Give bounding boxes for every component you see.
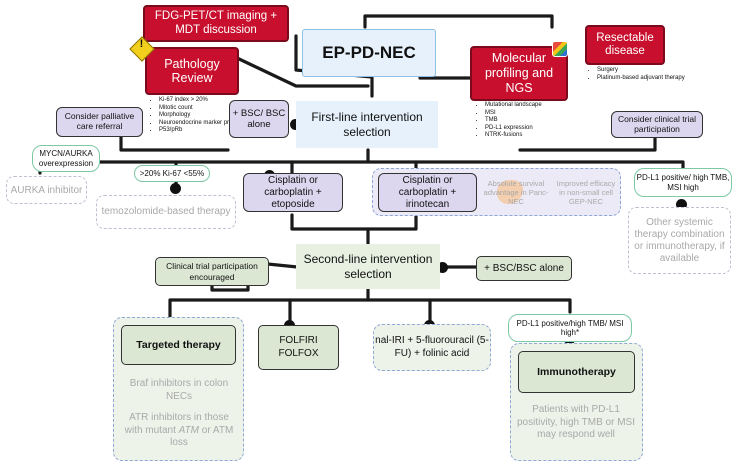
- bsc-first-line-box: + BSC/ BSC alone: [229, 100, 289, 138]
- connector-dot: [170, 183, 181, 194]
- palliative-care-box: Consider palliative care referral: [56, 107, 143, 137]
- temozolomide-label: temozolomide-based therapy: [101, 206, 231, 218]
- pathology-criterion: Neuroendocrine marker presence: [159, 120, 267, 128]
- bsc-second-line-label: + BSC/BSC alone: [484, 263, 564, 274]
- targeted-therapy-box: Targeted therapy: [121, 325, 236, 365]
- immunotherapy-note: Patients with PD-L1 positivity, high TMB…: [517, 404, 635, 440]
- nal-iri-box: nal-IRI + 5-fluorouracil (5-FU) + folini…: [373, 324, 491, 371]
- palliative-care-label: Consider palliative care referral: [64, 111, 135, 131]
- connector-dot: [437, 262, 448, 273]
- aurka-inhibitor-box: AURKA inhibitor: [6, 176, 87, 204]
- molecular-item: MSI: [485, 110, 585, 118]
- bsc-second-line-box: + BSC/BSC alone: [476, 256, 572, 281]
- resectable-item: Surgery: [597, 67, 687, 75]
- pdl1-second-pill: PD-L1 positive/high TMB/ MSI high*: [508, 314, 632, 342]
- braf-note: Braf inhibitors in colon NECs: [129, 378, 229, 402]
- other-systemic-label: Other systemic therapy combination or im…: [634, 216, 725, 264]
- trial-encouraged-label: Clinical trial participation encouraged: [166, 261, 258, 282]
- folfiri-folfox-box: FOLFIRI FOLFOX: [258, 325, 339, 370]
- clinical-trial-box: Consider clinical trial participation: [611, 111, 703, 138]
- pathology-criteria-list: Ki-67 index > 20% Mitotic count Morpholo…: [150, 97, 267, 135]
- resectable-disease-box: Resectable disease: [585, 25, 665, 65]
- ki67-pill: >20% Ki-67 <55%: [134, 165, 210, 182]
- second-line-box: Second-line intervention selection: [296, 244, 440, 289]
- pathology-label: Pathology Review: [164, 56, 220, 85]
- molecular-items-list: Mutational landscape MSI TMB PD-L1 expre…: [476, 102, 585, 140]
- pathology-criterion: Mitotic count: [159, 105, 267, 113]
- warning-icon-mark: !: [139, 38, 144, 50]
- folfox-label: FOLFOX: [278, 347, 319, 359]
- second-line-title: Second-line intervention selection: [303, 252, 433, 281]
- efficacy-note: Improved efficacy in non-small cell GEP-…: [556, 179, 616, 206]
- fdg-pet-label: FDG-PET/CT imaging + MDT discussion: [154, 10, 278, 36]
- molecular-profiling-box: Molecular profiling and NGS: [470, 46, 568, 101]
- bsc-first-line-label: + BSC/ BSC alone: [232, 107, 286, 130]
- first-line-title: First-line intervention selection: [311, 110, 423, 139]
- mycn-aurka-label: MYCN/AURKA overexpression: [38, 149, 94, 168]
- first-line-box: First-line intervention selection: [296, 101, 438, 148]
- aurka-inhibitor-label: AURKA inhibitor: [10, 184, 83, 196]
- pathology-box: Pathology Review: [145, 47, 239, 95]
- trial-encouraged-box: Clinical trial participation encouraged: [155, 257, 269, 286]
- molecular-item: NTRK-fusions: [485, 132, 585, 140]
- molecular-item: Mutational landscape: [485, 102, 585, 110]
- atr-note-after: or ATM loss: [170, 424, 234, 449]
- targeted-therapy-label: Targeted therapy: [136, 339, 221, 351]
- pdl1-first-label: PD-L1 positive/ high TMB, MSI high: [636, 173, 730, 192]
- molecular-profiling-label: Molecular profiling and NGS: [484, 51, 554, 95]
- atr-gene: ATM: [178, 424, 200, 436]
- ep-pd-nec-box: EP-PD-NEC: [302, 29, 436, 77]
- resectable-items-list: Surgery Platinum-based adjuvant therapy: [588, 67, 687, 82]
- etoposide-label: Cisplatin or carboplatin + etoposide: [264, 174, 322, 210]
- pdl1-second-label: PD-L1 positive/high TMB/ MSI high*: [516, 318, 624, 337]
- resectable-disease-label: Resectable disease: [596, 31, 654, 57]
- ep-pd-nec-title: EP-PD-NEC: [322, 43, 416, 62]
- clinical-trial-label: Consider clinical trial participation: [618, 113, 696, 134]
- other-systemic-box: Other systemic therapy combination or im…: [628, 207, 731, 274]
- resectable-item: Platinum-based adjuvant therapy: [597, 75, 687, 83]
- atr-note: ATR inhibitors in those with mutant ATM …: [119, 412, 239, 450]
- molecular-item: PD-L1 expression: [485, 125, 585, 133]
- folfiri-label: FOLFIRI: [279, 335, 318, 346]
- ki67-label: >20% Ki-67 <55%: [139, 168, 205, 178]
- mycn-aurka-pill: MYCN/AURKA overexpression: [32, 145, 100, 172]
- molecular-item: TMB: [485, 117, 585, 125]
- pathology-criterion: P53/pRb: [159, 127, 267, 135]
- connector-dot: [676, 199, 687, 210]
- connector-dot: [290, 119, 301, 130]
- pdl1-first-pill: PD-L1 positive/ high TMB, MSI high: [634, 168, 732, 197]
- pathology-criterion: Ki-67 index > 20%: [159, 97, 267, 105]
- nal-iri-label: nal-IRI + 5-fluorouracil (5-FU) + folini…: [375, 335, 489, 359]
- irinotecan-box: Cisplatin or carboplatin + irinotecan: [378, 173, 477, 212]
- survival-note: Absolute survival advantage in Panc-NEC: [483, 179, 549, 206]
- temozolomide-box: temozolomide-based therapy: [96, 195, 236, 229]
- atr-note-before: ATR inhibitors in those with mutant: [124, 412, 229, 436]
- irinotecan-label: Cisplatin or carboplatin + irinotecan: [398, 174, 457, 210]
- pathology-criterion: Morphology: [159, 112, 267, 120]
- immunotherapy-label: Immunotherapy: [537, 366, 616, 378]
- fdg-pet-box: FDG-PET/CT imaging + MDT discussion: [143, 5, 289, 42]
- dna-icon: [552, 41, 568, 57]
- immunotherapy-box: Immunotherapy: [518, 351, 635, 393]
- etoposide-box: Cisplatin or carboplatin + etoposide: [243, 173, 343, 212]
